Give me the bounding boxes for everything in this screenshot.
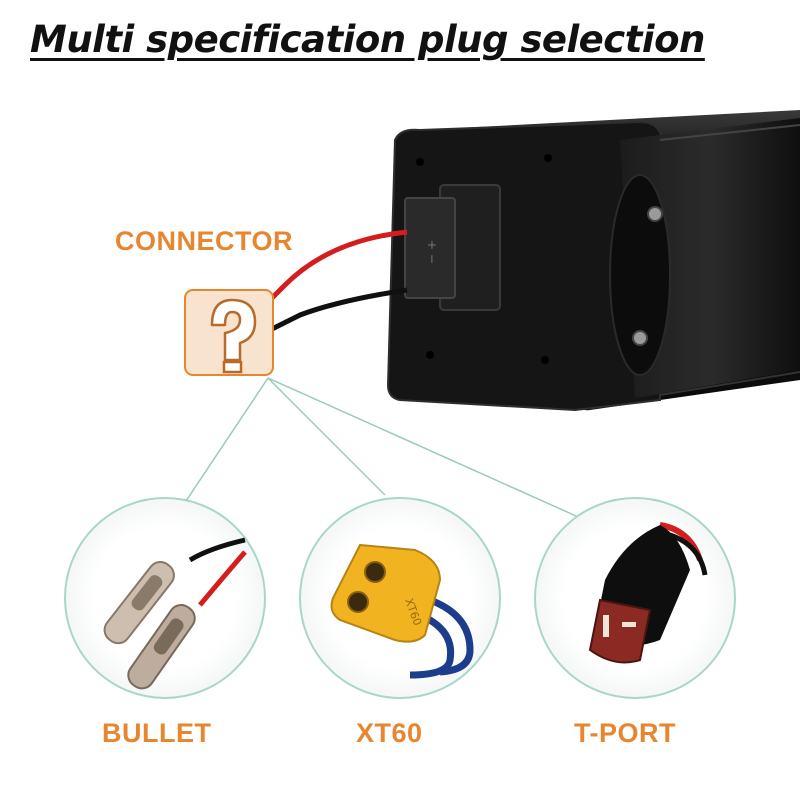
tport-connector-photo xyxy=(588,522,708,664)
tport-label: T-PORT xyxy=(574,718,676,748)
svg-text:+ −: + − xyxy=(425,240,439,264)
xt60-label: XT60 xyxy=(356,718,423,748)
xt60-connector-photo: XT60 xyxy=(330,543,474,679)
battery-pack: + − xyxy=(386,110,800,412)
question-mark-box-icon xyxy=(184,289,274,376)
connector-wires xyxy=(268,229,408,333)
bullet-circle xyxy=(64,497,266,699)
bullet-label: BULLET xyxy=(102,718,212,748)
bullet-connector-photo xyxy=(103,537,247,690)
connector-label: CONNECTOR xyxy=(115,226,294,256)
guide-lines xyxy=(179,377,586,521)
page-title: Multi specification plug selection xyxy=(30,18,705,61)
